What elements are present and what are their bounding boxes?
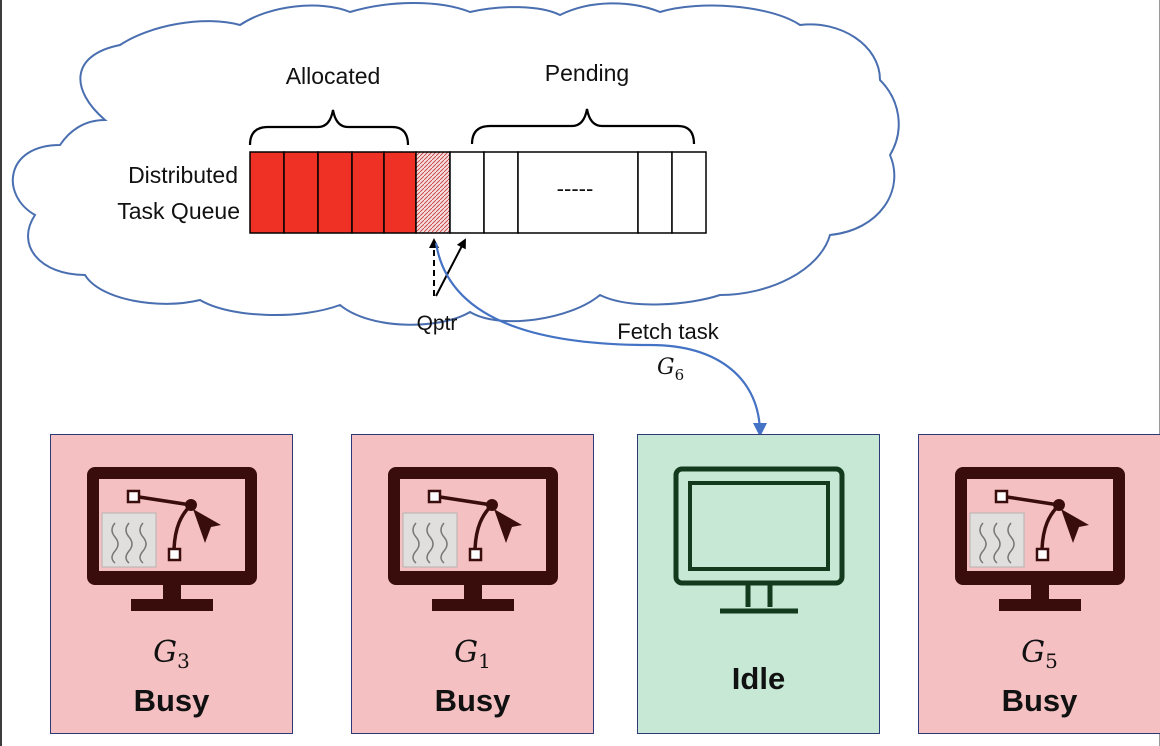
gpu-symbol: G	[153, 635, 178, 670]
allocated-slot	[249, 151, 285, 234]
gpu-node-g5: G5 Busy	[918, 434, 1160, 734]
allocated-brace	[248, 109, 410, 146]
allocated-slot	[317, 151, 353, 234]
gpu-node-g1: G1 Busy	[351, 434, 594, 734]
pending-slot	[637, 151, 673, 234]
fetch-gpu-index: 6	[675, 366, 685, 384]
gpu-symbol: G	[1021, 635, 1046, 670]
fetch-task-arrow	[434, 242, 767, 437]
gpu-symbol: G	[454, 635, 479, 670]
allocated-slots	[249, 151, 417, 234]
graphics-design-monitor-icon	[955, 467, 1125, 611]
status-label-busy: Busy	[133, 683, 210, 718]
left-window-edge	[0, 0, 2, 746]
status-label-busy: Busy	[1001, 683, 1078, 718]
gpu-name: G1	[352, 635, 593, 673]
pending-brace	[470, 108, 696, 145]
qptr-label: Qptr	[417, 312, 458, 335]
gpu-name: G3	[51, 635, 292, 673]
pending-slot	[449, 151, 485, 234]
gpu-node-idle: Idle	[637, 434, 880, 734]
queue-title-line1: Distributed	[128, 162, 238, 188]
fetch-gpu-symbol: G	[657, 355, 675, 380]
pending-ellipsis: -----	[557, 176, 594, 201]
pending-slot	[483, 151, 519, 234]
status-label-busy: Busy	[434, 683, 511, 718]
allocated-slot	[383, 151, 417, 234]
pending-slots	[449, 151, 707, 234]
allocated-slot	[283, 151, 319, 234]
qptr-next-arrow	[435, 238, 466, 297]
gpu-name: G5	[919, 635, 1160, 673]
monitor-icon	[673, 466, 845, 614]
pending-slot-ellipsis	[517, 151, 639, 234]
allocated-slot	[351, 151, 385, 234]
graphics-design-monitor-icon	[388, 467, 558, 611]
gpu-index: 5	[1045, 649, 1058, 673]
fetch-gpu-label: G6	[657, 355, 684, 384]
allocated-label: Allocated	[286, 63, 381, 89]
gpu-index: 3	[177, 649, 190, 673]
current-slot-hatched	[415, 151, 451, 234]
gpu-node-g3: G3 Busy	[50, 434, 293, 734]
status-label-idle: Idle	[731, 661, 786, 696]
queue-title-line2: Task Queue	[117, 198, 240, 224]
pending-slot	[671, 151, 707, 234]
pending-label: Pending	[545, 60, 629, 86]
gpu-index: 1	[478, 649, 491, 673]
fetch-task-label: Fetch task	[617, 319, 719, 344]
graphics-design-monitor-icon	[87, 467, 257, 611]
